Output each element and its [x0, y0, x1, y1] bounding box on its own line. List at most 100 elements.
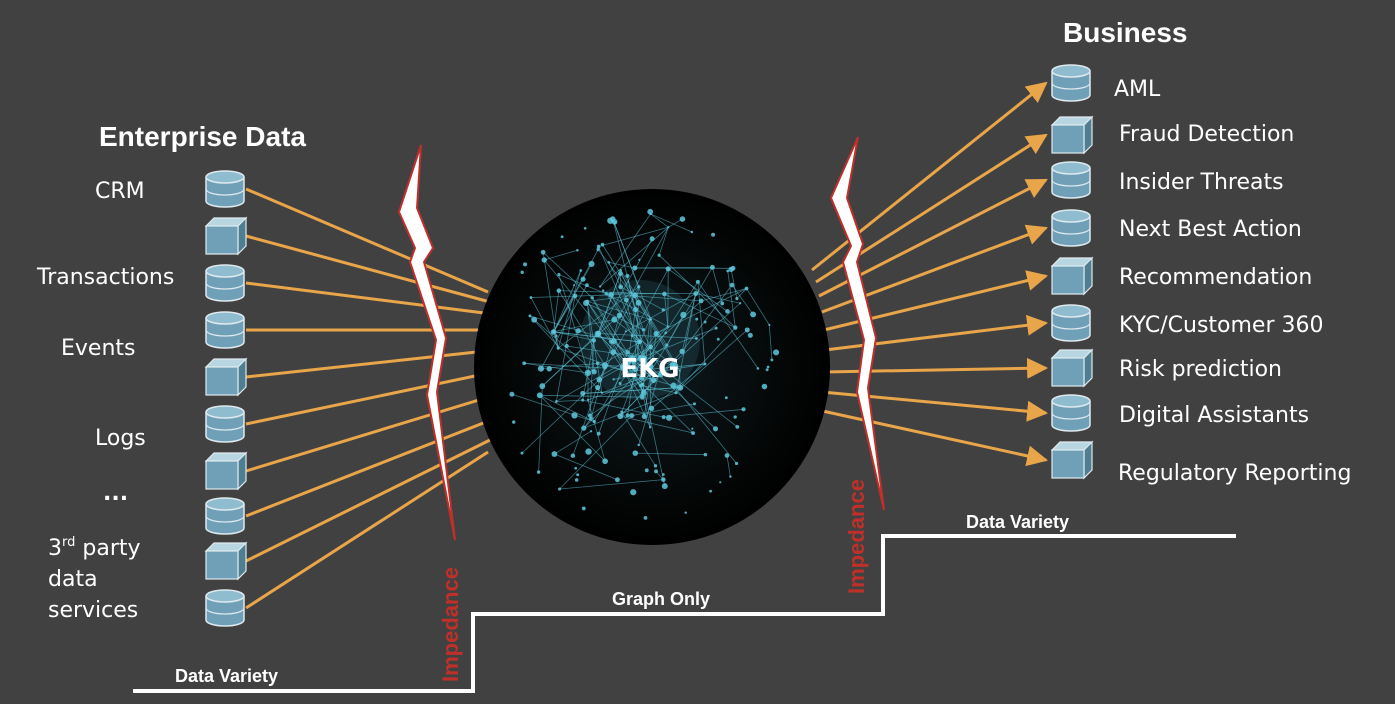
graph-edge [529, 315, 603, 394]
cylinder-icon [1051, 64, 1091, 102]
step-label-mid: Graph Only [612, 589, 710, 609]
impedance-label-right: Impedance [844, 479, 869, 594]
left-label-logs: Logs [95, 426, 146, 451]
graph-node [576, 248, 579, 252]
graph-node [665, 343, 669, 347]
graph-node [585, 448, 592, 455]
graph-edge [613, 363, 705, 380]
cylinder-icon [205, 311, 245, 349]
graph-edge [543, 259, 612, 342]
connection-line [245, 418, 492, 518]
graph-node [690, 230, 694, 234]
graph-edge [664, 293, 736, 328]
graph-node [724, 396, 728, 400]
graph-node [632, 265, 638, 271]
graph-node [633, 374, 637, 378]
graph-edge [599, 226, 669, 287]
cylinder-icon [1051, 394, 1091, 432]
graph-edge [589, 340, 595, 416]
business-item-label: AML [1114, 77, 1161, 102]
graph-node [600, 391, 603, 394]
graph-edge [649, 319, 680, 371]
cube-icon [204, 541, 248, 581]
graph-edge [557, 286, 640, 349]
graph-node [733, 415, 737, 419]
graph-node [661, 415, 666, 420]
graph-edge [620, 286, 664, 311]
graph-node [546, 366, 552, 372]
graph-node [648, 318, 651, 321]
graph-node [726, 269, 730, 273]
graph-edge [673, 385, 737, 464]
graph-node [595, 330, 602, 337]
graph-node [590, 296, 594, 300]
graph-edge [658, 254, 736, 328]
graph-edge [553, 319, 615, 333]
graph-edge [614, 319, 674, 366]
graph-edge [727, 270, 736, 328]
graph-node [632, 450, 639, 456]
graph-node [571, 412, 578, 419]
graph-node [648, 344, 653, 350]
graph-node [584, 369, 592, 376]
graph-edge [650, 213, 669, 228]
graph-node [657, 253, 661, 257]
graph-node [680, 311, 687, 319]
graph-node [574, 478, 579, 482]
impedance-bolt-right [829, 136, 885, 511]
graph-node [713, 426, 719, 432]
graph-edge [598, 226, 669, 247]
business-item-label: Next Best Action [1119, 217, 1302, 242]
cube-icon [204, 451, 248, 491]
graph-node [735, 424, 740, 429]
cylinder-icon [205, 264, 245, 302]
graph-edge [711, 267, 723, 304]
graph-node [720, 301, 725, 306]
graph-node [541, 257, 547, 263]
graph-node [649, 236, 655, 242]
graph-node [661, 473, 665, 476]
graph-edge [553, 290, 560, 333]
graph-node [735, 297, 739, 301]
graph-node [616, 312, 623, 319]
connection-line [245, 281, 493, 316]
graph-node [536, 392, 543, 399]
graph-node [575, 328, 581, 334]
graph-node [692, 402, 697, 406]
graph-edge [656, 288, 747, 335]
graph-node [632, 292, 638, 299]
graph-node [661, 483, 668, 490]
graph-edge [631, 403, 695, 417]
graph-edge [558, 274, 607, 295]
left-connection-lines [245, 187, 496, 610]
graph-node [709, 489, 713, 493]
graph-node [761, 383, 768, 390]
graph-edge [597, 273, 621, 335]
cube-icon [204, 357, 248, 397]
graph-node [648, 374, 651, 377]
graph-node [617, 271, 623, 276]
graph-node [601, 362, 609, 369]
graph-node [703, 320, 707, 324]
graph-node [607, 260, 611, 264]
graph-node [648, 405, 655, 412]
graph-edge [619, 364, 640, 417]
graph-node [730, 265, 736, 271]
cube-icon [204, 216, 248, 256]
graph-edge [679, 327, 736, 388]
graph-node [770, 358, 774, 362]
graph-node [661, 308, 666, 312]
graph-edge [554, 430, 592, 455]
graph-edge [634, 302, 640, 368]
connection-line [245, 394, 493, 473]
graph-node [581, 425, 587, 431]
graph-node [638, 363, 641, 366]
connection-arrow [817, 408, 1049, 467]
graph-edge [597, 249, 652, 320]
graph-edge [521, 379, 600, 454]
graph-node [629, 413, 635, 419]
graph-edge [697, 281, 759, 369]
graph-node [734, 461, 739, 466]
graph-node [669, 361, 677, 369]
